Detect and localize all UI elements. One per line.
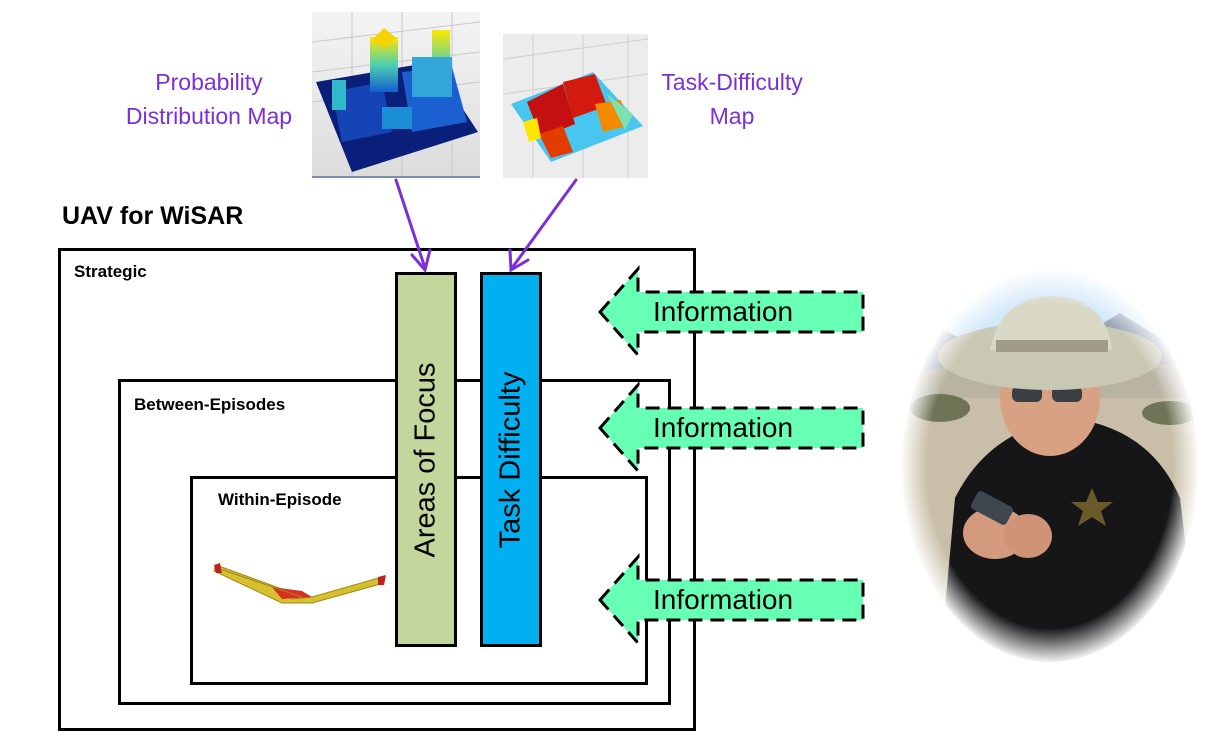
searcher-photo (900, 268, 1200, 664)
strategic-label: Strategic (74, 262, 147, 281)
probability-map-label-line2: Distribution Map (125, 103, 293, 129)
difficulty-to-task-arrow (510, 178, 578, 270)
task-difficulty-map-label-line2: Map (709, 103, 755, 129)
strategic-box (58, 248, 696, 731)
diagram-title: UAV for WiSAR (62, 202, 244, 230)
between-episodes-box (118, 379, 671, 705)
task-difficulty-bar: Task Difficulty (480, 272, 542, 647)
information-arrow-strategic: Information (597, 265, 868, 359)
probability-map-label-line1: Probability (155, 69, 263, 95)
areas-of-focus-bar: Areas of Focus (395, 272, 457, 647)
information-text-between: Information (653, 412, 794, 443)
between-episodes-label: Between-Episodes (134, 395, 286, 414)
uav-image (212, 555, 388, 605)
information-arrow-between: Information (597, 381, 868, 475)
probability-map-label: Probability Distribution Map (104, 65, 314, 133)
probability-map-image (311, 12, 481, 178)
task-difficulty-map-image (502, 34, 649, 178)
information-arrow-within: Information (597, 553, 868, 647)
within-episode-label: Within-Episode (218, 490, 342, 509)
information-text-within: Information (653, 584, 794, 615)
task-difficulty-map-label-line1: Task-Difficulty (661, 69, 803, 95)
information-text-strategic: Information (653, 296, 794, 327)
task-difficulty-map-label: Task-Difficulty Map (642, 65, 822, 133)
probability-to-focus-arrow (394, 178, 427, 270)
